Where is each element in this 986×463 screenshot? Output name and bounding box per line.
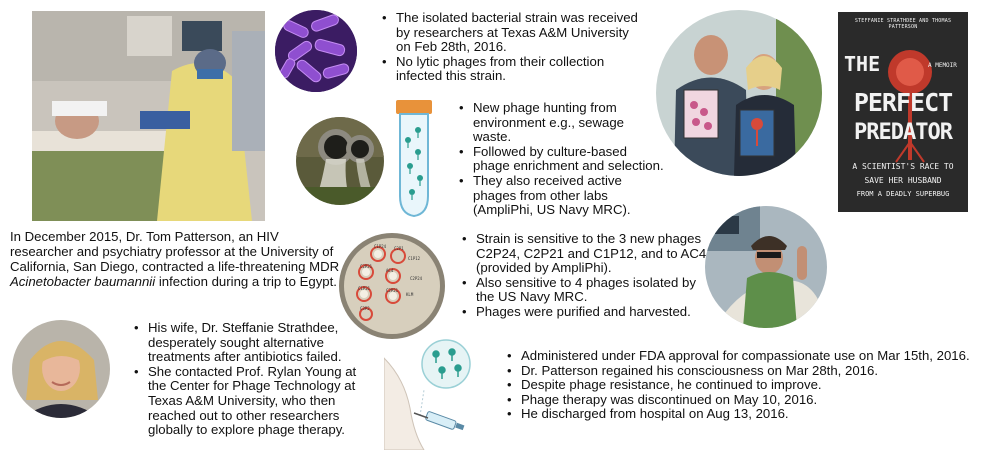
- wife-block: His wife, Dr. Steffanie Strathdee, despe…: [130, 320, 360, 438]
- plate-label: C2P21: [360, 264, 373, 269]
- sensitivity-bullet-3: Phages were purified and harvested.: [462, 304, 708, 320]
- book-title-perfect: PERFECT: [853, 88, 953, 117]
- intro-paragraph: In December 2015, Dr. Tom Patterson, an …: [10, 229, 340, 289]
- treatment-bullet-4: Phage therapy was discontinued on May 10…: [507, 392, 973, 408]
- treatment-bullet-1: Administered under FDA approval for comp…: [507, 348, 973, 364]
- book-title-the: THE: [844, 52, 881, 76]
- bacteria-image: [275, 10, 357, 92]
- treatment-block: Administered under FDA approval for comp…: [503, 348, 973, 422]
- sensitivity-bullet-1: Strain is sensitive to the 3 new phages …: [462, 231, 708, 276]
- treatment-bullet-2: Dr. Patterson regained his consciousness…: [507, 363, 973, 379]
- book-title-predator: PREDATOR: [854, 120, 953, 145]
- book-subtitle-3: FROM A DEADLY SUPERBUG: [856, 190, 950, 198]
- book-subtitle-2: SAVE HER HUSBAND: [864, 176, 942, 185]
- book-subtitle-1: A SCIENTIST'S RACE TO: [852, 162, 954, 171]
- plate-label: C1P21: [358, 286, 371, 291]
- plate-label: C2P21: [386, 288, 399, 293]
- intro-text-before: In December 2015, Dr. Tom Patterson, an …: [10, 229, 340, 274]
- hunting-block: New phage hunting from environment e.g.,…: [455, 100, 665, 218]
- treatment-bullet-3: Despite phage resistance, he continued t…: [507, 378, 973, 393]
- test-tube-icon: [394, 100, 434, 218]
- book-cover: STEFFANIE STRATHDEE AND THOMAS PATTERSON…: [838, 12, 968, 212]
- couple-photo: [656, 10, 822, 176]
- plate-label: C2P1: [394, 246, 404, 251]
- treatment-bullet-5: He discharged from hospital on Aug 13, 2…: [507, 407, 973, 422]
- book-authors: STEFFANIE STRATHDEE AND THOMAS PATTERSON: [854, 18, 952, 30]
- strain-block: The isolated bacterial strain was receiv…: [378, 10, 638, 84]
- intro-text-after: infection during a trip to Egypt.: [155, 274, 337, 289]
- plate-label: C3P2: [360, 306, 370, 311]
- wife-bullet-2: She contacted Prof. Rylan Young at the C…: [134, 364, 360, 438]
- strain-bullet-1: The isolated bacterial strain was receiv…: [382, 10, 638, 55]
- wife-bullet-1: His wife, Dr. Steffanie Strathdee, despe…: [134, 320, 360, 365]
- book-memoir: A MEMOIR: [928, 62, 957, 69]
- hunting-bullet-2: Followed by culture-based phage enrichme…: [459, 144, 665, 174]
- plate-label: C2P24: [410, 276, 423, 281]
- hospital-photo: [32, 11, 265, 221]
- hunting-bullet-1: New phage hunting from environment e.g.,…: [459, 100, 665, 145]
- sensitivity-bullet-2: Also sensitive to 4 phages isolated by t…: [462, 275, 708, 305]
- sewage-image: [296, 117, 384, 205]
- strain-bullet-2: No lytic phages from their collection in…: [382, 54, 638, 84]
- injection-illustration: [383, 338, 484, 451]
- plate-label: KLM: [406, 292, 414, 297]
- patient-recovery-photo: [705, 206, 827, 328]
- intro-organism: Acinetobacter baumannii: [10, 274, 156, 289]
- plate-label: AC4: [386, 268, 394, 273]
- hunting-bullet-3: They also received active phages from ot…: [459, 173, 665, 218]
- plate-label: C1P12: [408, 256, 421, 261]
- sensitivity-block: Strain is sensitive to the 3 new phages …: [458, 231, 708, 320]
- plate-label: C1P24: [374, 244, 387, 249]
- strathdee-photo: [12, 320, 110, 418]
